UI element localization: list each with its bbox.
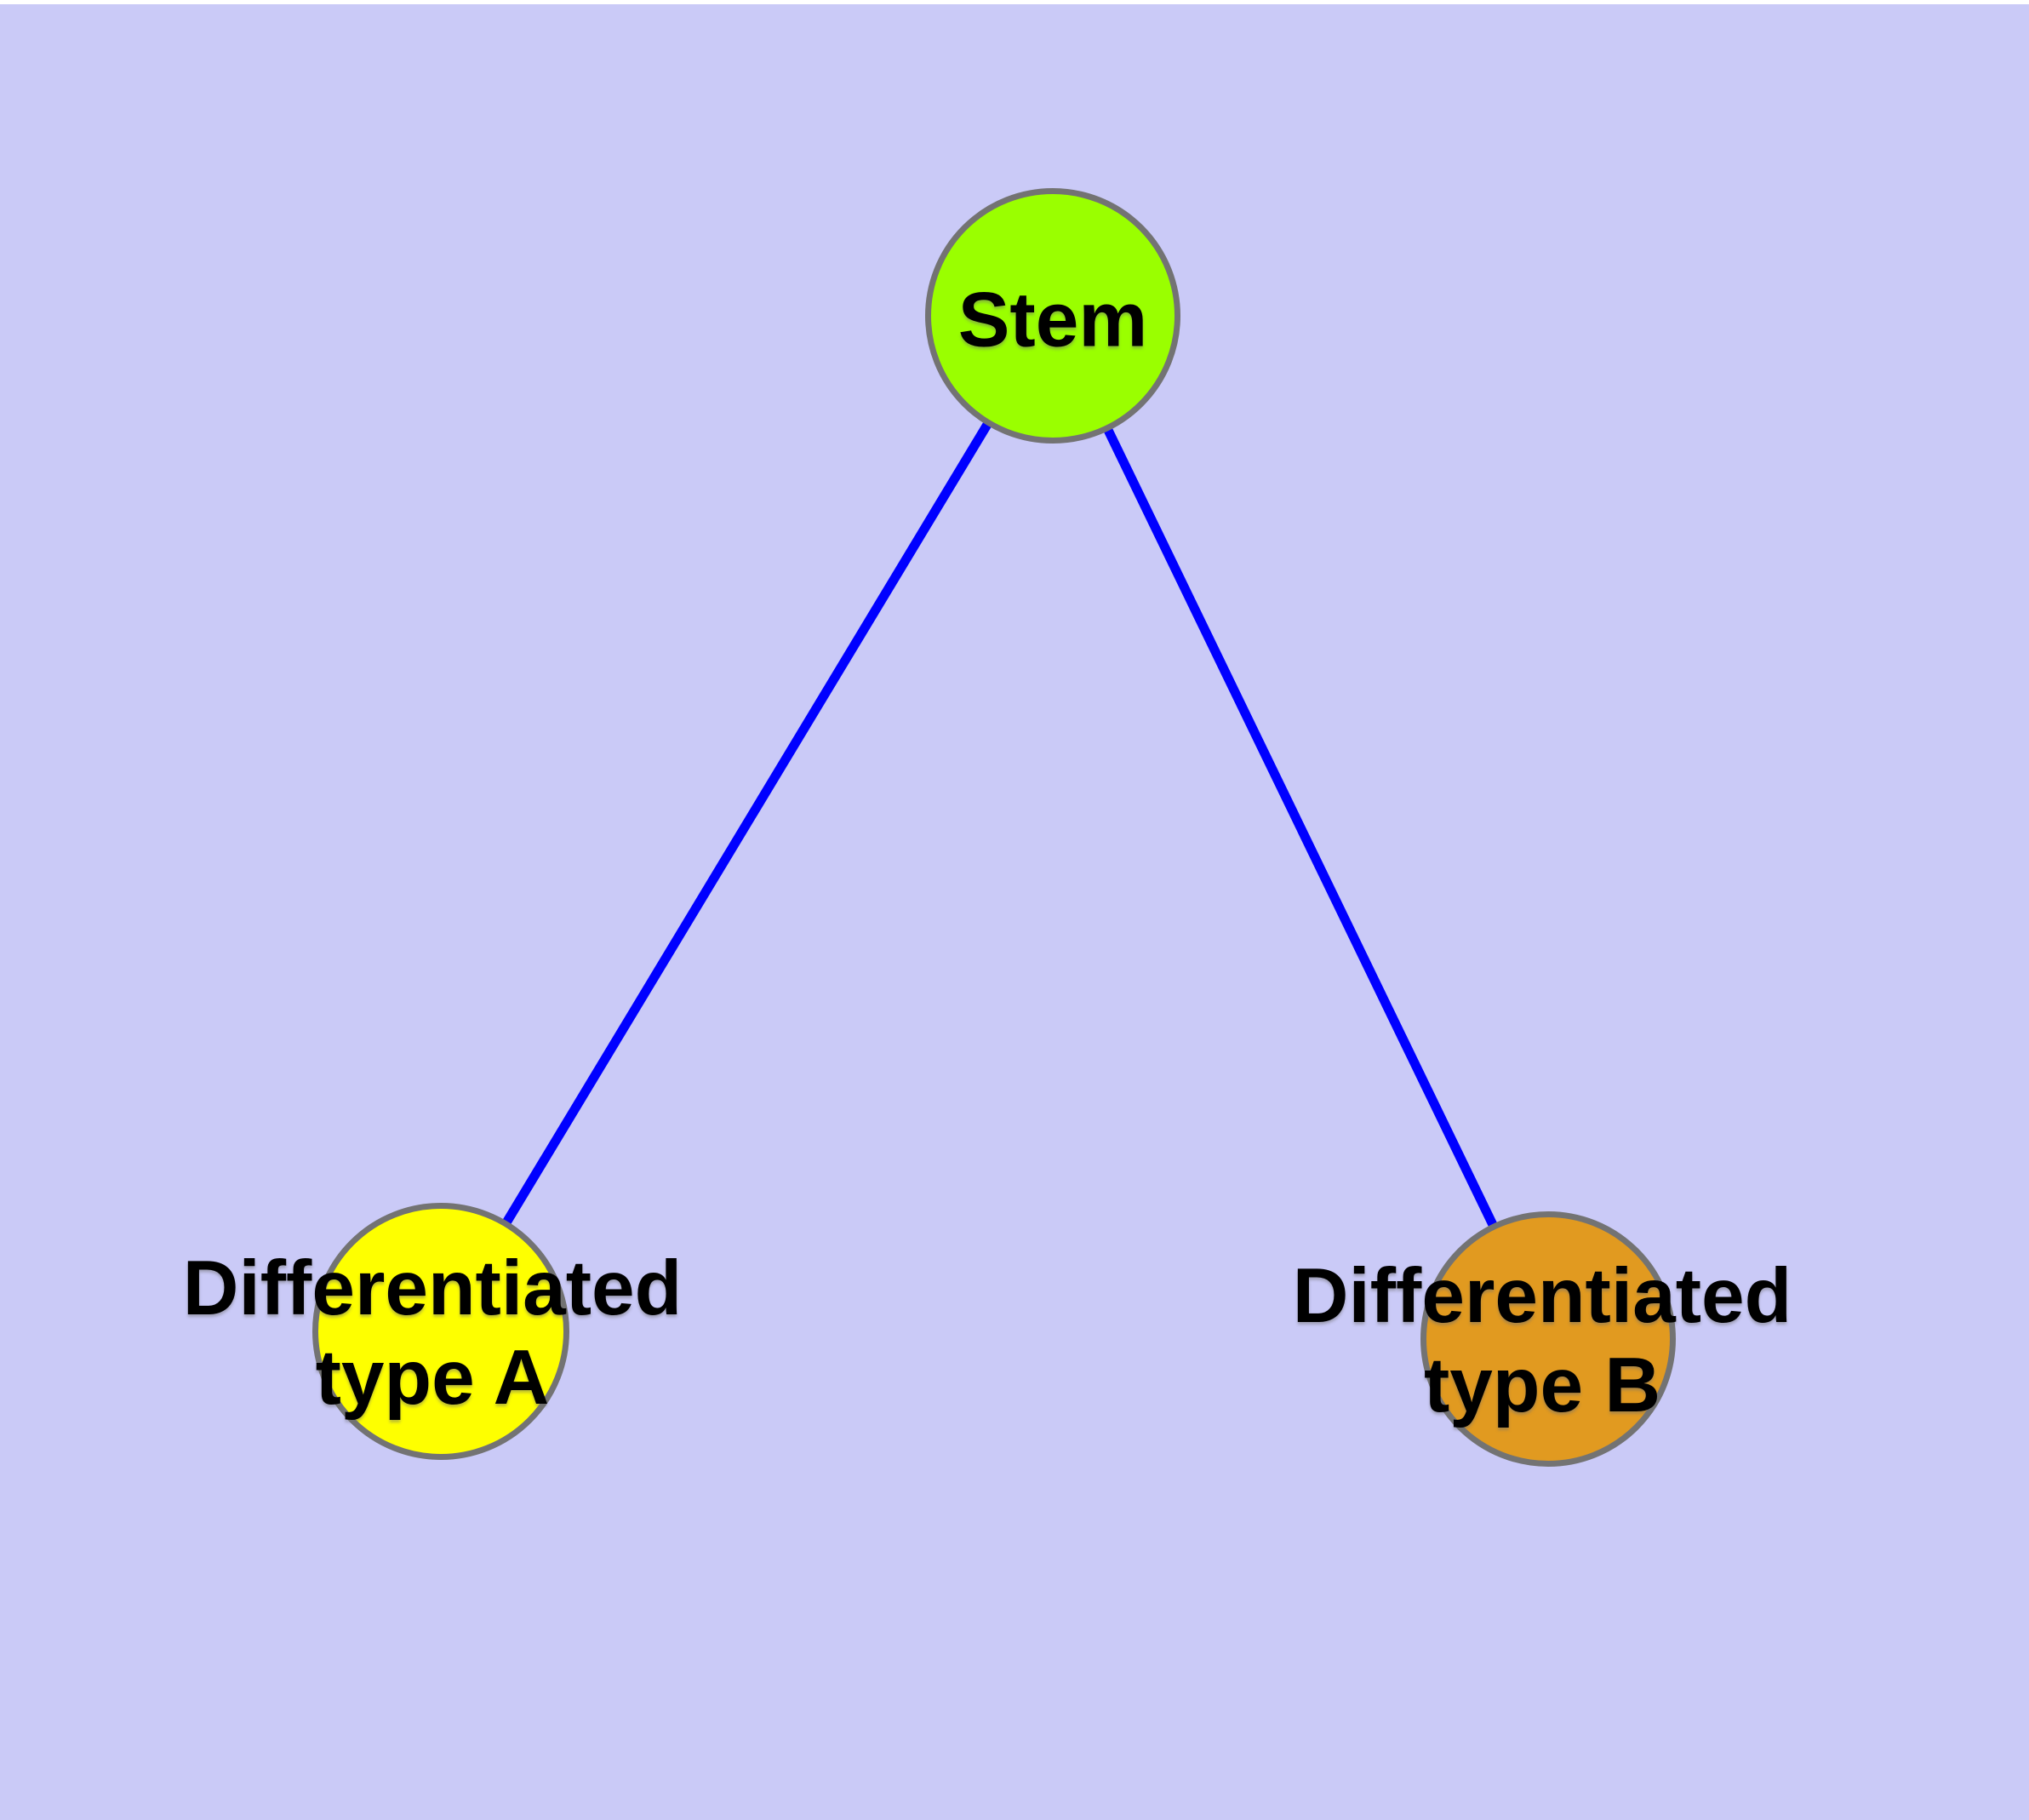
- node-differentiated-type-a-label-line1: Differentiated: [182, 1245, 683, 1331]
- node-differentiated-type-b-label: Differentiated type B: [1293, 1251, 1792, 1430]
- edge-stem-to-type-b: [1049, 313, 1552, 1342]
- node-stem-circle: [925, 188, 1180, 444]
- top-margin-strip: [0, 0, 2029, 4]
- node-differentiated-type-a-label: Differentiated type A: [183, 1244, 683, 1422]
- node-differentiated-type-a-label-line2: type A: [315, 1335, 550, 1421]
- node-differentiated-type-b-circle: [1420, 1211, 1676, 1467]
- node-differentiated-type-b-label-line1: Differentiated: [1292, 1253, 1792, 1339]
- edge-stem-to-type-a: [437, 313, 1057, 1334]
- node-stem-label: Stem: [958, 276, 1148, 365]
- node-differentiated-type-a-circle: [312, 1203, 569, 1460]
- node-stem-label-text: Stem: [957, 277, 1148, 363]
- node-differentiated-type-b-label-line2: type B: [1423, 1342, 1661, 1428]
